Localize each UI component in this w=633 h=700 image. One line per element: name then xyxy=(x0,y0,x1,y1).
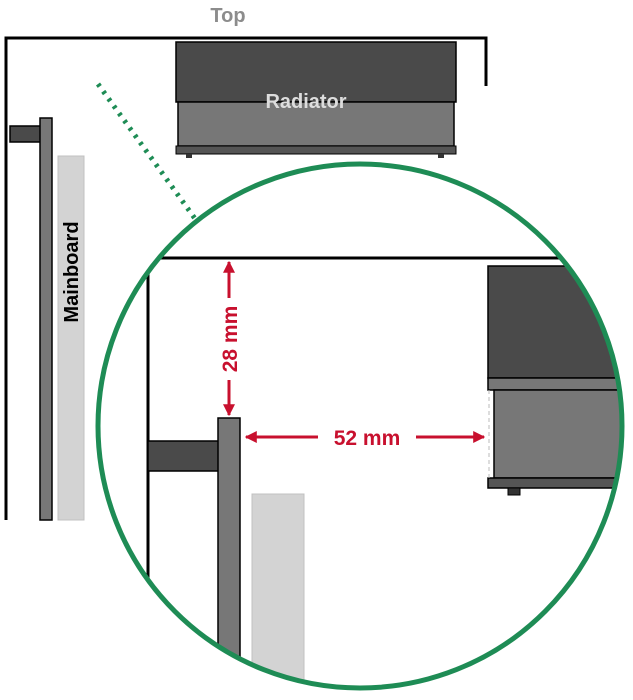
zoom-connector xyxy=(95,82,199,222)
top-label: Top xyxy=(210,5,245,27)
zoom-detail: 28 mm 52 mm xyxy=(95,161,625,691)
radiator-zoomed-base xyxy=(487,477,622,489)
radiator-small: Radiator xyxy=(175,41,457,158)
dimension-horizontal: 52 mm xyxy=(244,427,486,450)
radiator-zoomed-foot xyxy=(507,487,521,496)
mainboard-zoomed xyxy=(147,417,305,688)
radiator-fan-block xyxy=(175,41,457,103)
radiator-zoomed xyxy=(487,265,622,496)
mainboard-plate-small xyxy=(39,117,53,521)
mainboard-card-small xyxy=(57,155,85,521)
io-bracket-small xyxy=(9,125,45,143)
mainboard-plate-zoomed xyxy=(217,417,241,688)
radiator-zoomed-body xyxy=(493,389,622,479)
radiator-zoomed-core xyxy=(487,377,622,391)
radiator-label: Radiator xyxy=(265,91,346,113)
radiator-zoomed-fan xyxy=(487,265,622,379)
mainboard-label: Mainboard xyxy=(61,221,83,322)
mainboard-card-zoomed xyxy=(251,493,305,688)
zoom-circle-border xyxy=(95,161,625,691)
dimension-vertical: 28 mm xyxy=(219,260,242,417)
overview-section: Top Radiator Mainboard xyxy=(4,5,488,521)
radiator-foot-right xyxy=(438,154,444,158)
dim-horizontal-label: 52 mm xyxy=(334,427,401,450)
case-outline xyxy=(4,36,488,520)
radiator-base-plate xyxy=(175,145,457,155)
radiator-foot-left xyxy=(186,154,192,158)
dim-vertical-label: 28 mm xyxy=(219,306,242,373)
mainboard-small: Mainboard xyxy=(9,117,85,521)
io-bracket-zoomed xyxy=(147,440,221,472)
